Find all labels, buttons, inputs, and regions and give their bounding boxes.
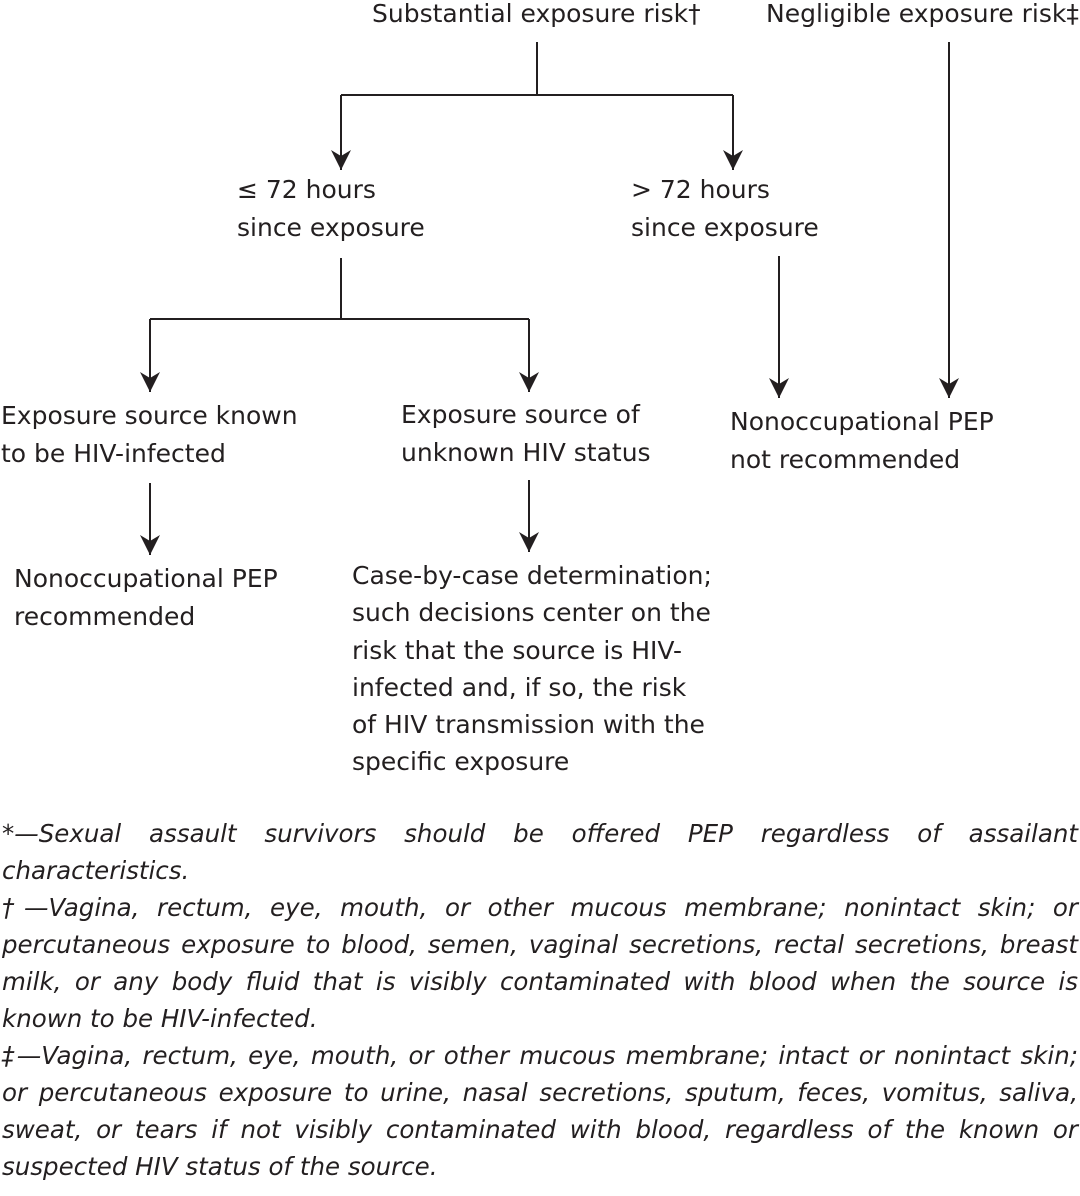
node-case-by-case: Case-by-case determination; such decisio… [352,561,712,777]
footnote-asterisk: *—Sexual assault survivors should be off… [2,819,1078,885]
node-le-72-hours: ≤ 72 hours since exposure [237,175,425,242]
node-known-hiv-source: Exposure source known to be HIV-infected [1,401,298,468]
footnotes: *—Sexual assault survivors should be off… [2,815,1078,1185]
node-unknown-hiv-source: Exposure source of unknown HIV status [401,400,651,467]
footnote-dagger: †—Vagina, rectum, eye, mouth, or other m… [2,893,1078,1033]
node-pep-not-recommended: Nonoccupational PEP not recommended [730,407,994,474]
node-negligible-exposure-risk: Negligible exposure risk‡ [766,0,1079,28]
node-pep-recommended: Nonoccupational PEP recommended [14,564,278,631]
flowchart-connectors [140,42,959,555]
footnote-double-dagger: ‡—Vagina, rectum, eye, mouth, or other m… [2,1041,1078,1181]
node-substantial-exposure-risk: Substantial exposure risk† [372,0,701,28]
node-gt-72-hours: > 72 hours since exposure [631,175,819,242]
